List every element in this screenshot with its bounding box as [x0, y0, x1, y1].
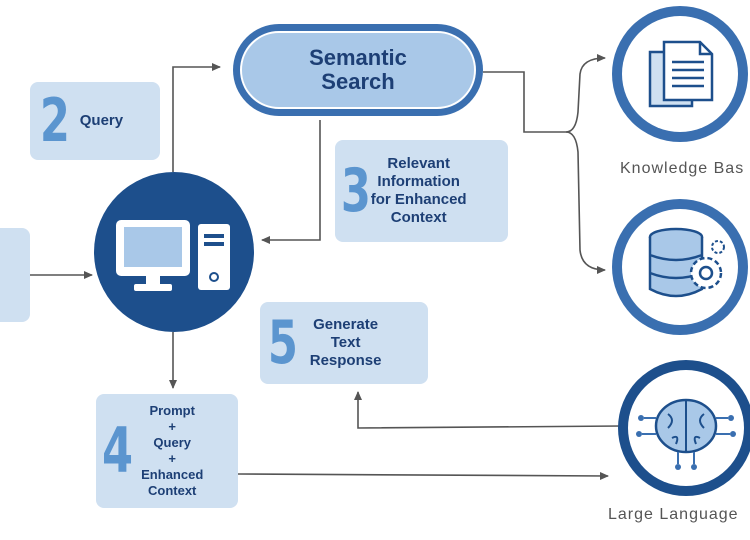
- step-1-panel: [0, 228, 30, 322]
- arrow-llm-to-response: [354, 391, 623, 429]
- brace-to-knowledge-base: [565, 54, 606, 133]
- step-5-generate-response: 5 Generate Text Response: [260, 302, 428, 384]
- llm-label: Large Language: [608, 506, 739, 523]
- step-label: Generate Text Response: [309, 316, 382, 369]
- brain-circuit-icon: [618, 360, 750, 496]
- semantic-search-node[interactable]: Semantic Search: [233, 24, 483, 116]
- knowledge-base-label: Knowledge Bas: [620, 160, 745, 177]
- line-search-to-sources: [483, 71, 566, 133]
- step-number: 5: [267, 308, 298, 378]
- step-2-query: 2 Query: [30, 82, 160, 160]
- step-label: Prompt + Query + Enhanced Context: [141, 403, 204, 498]
- step-label: Query: [79, 112, 124, 129]
- documents-icon: [612, 6, 748, 142]
- desktop-computer-icon: [94, 172, 254, 332]
- step-number: 4: [102, 414, 134, 487]
- step-label: Relevant Information for Enhanced Contex…: [370, 155, 467, 226]
- step-3-relevant-information: 3 Relevant Information for Enhanced Cont…: [335, 140, 508, 242]
- arrow-computer-to-search: [172, 63, 221, 172]
- arrow-search-to-computer: [261, 120, 321, 244]
- step-4-prompt: 4 Prompt + Query + Enhanced Context: [96, 394, 238, 508]
- arrow-prompt-to-llm: [237, 471, 609, 480]
- step-number: 3: [340, 156, 371, 226]
- semantic-search-label: Semantic Search: [309, 44, 407, 94]
- brace-to-database: [565, 131, 606, 274]
- database-gear-icon: [612, 199, 748, 335]
- step-number: 2: [39, 86, 70, 156]
